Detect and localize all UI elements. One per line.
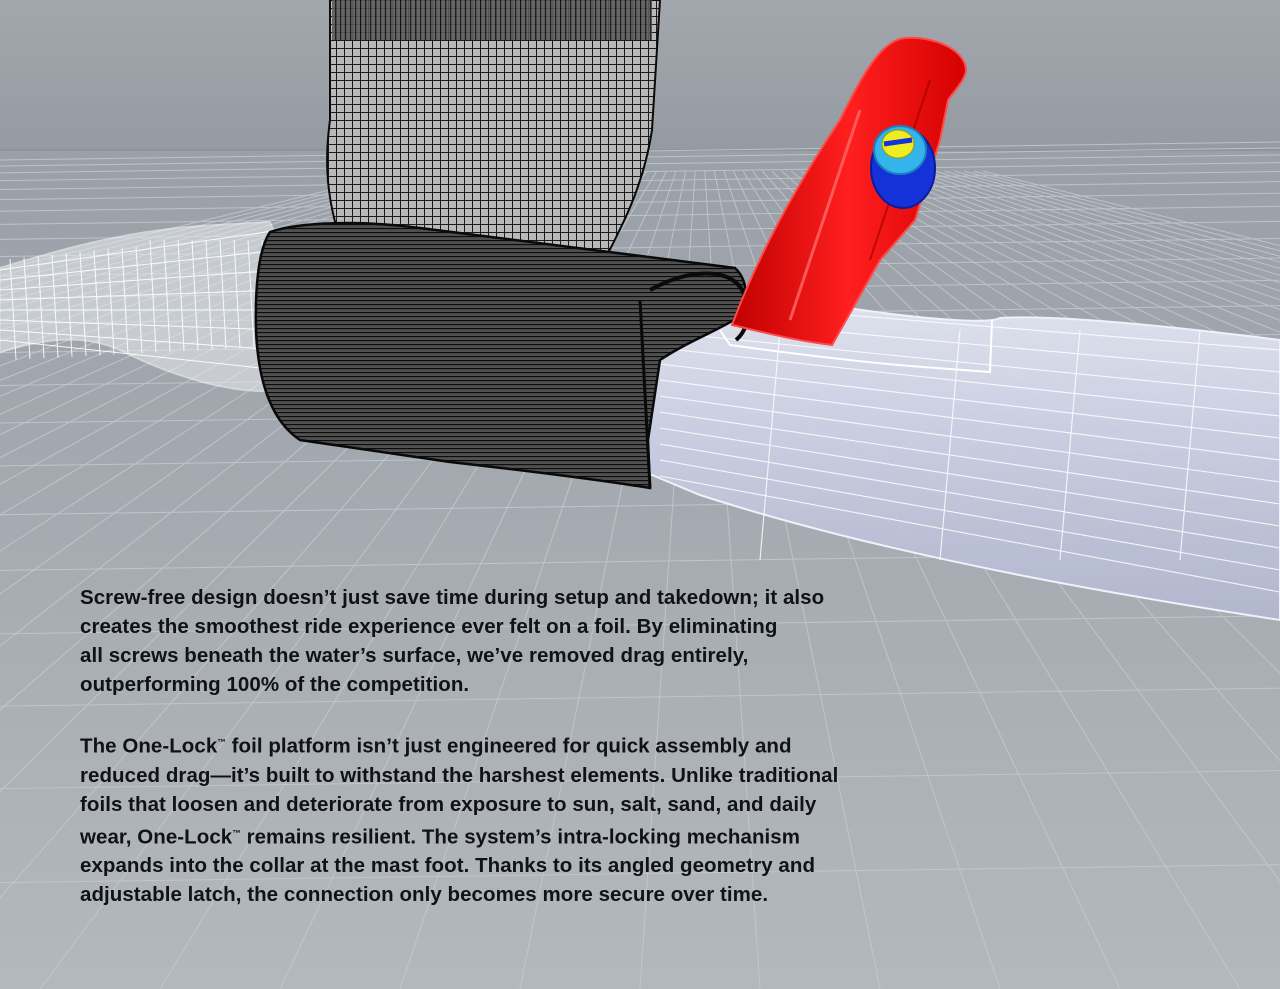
text-fragment: remains resilient. The system’s intra-lo… — [240, 825, 800, 849]
text-line: wear, One-Lock™ remains resilient. The s… — [80, 819, 960, 852]
text-line: adjustable latch, the connection only be… — [80, 883, 769, 907]
text-fragment: wear, One-Lock — [80, 825, 233, 849]
text-line: foils that loosen and deteriorate from e… — [80, 792, 817, 816]
bolt-render — [870, 125, 936, 209]
text-line: outperforming 100% of the competition. — [80, 673, 470, 696]
text-line: expands into the collar at the mast foot… — [80, 854, 816, 878]
body-copy: Screw-free design doesn’t just save time… — [80, 583, 960, 909]
text-line: The One-Lock™ foil platform isn’t just e… — [80, 728, 960, 761]
trademark-symbol: ™ — [217, 737, 226, 747]
text-line: creates the smoothest ride experience ev… — [80, 615, 778, 638]
text-line: reduced drag—it’s built to withstand the… — [80, 763, 839, 787]
text-line: Screw-free design doesn’t just save time… — [80, 586, 825, 609]
paragraph-one-lock: The One-Lock™ foil platform isn’t just e… — [80, 728, 960, 909]
latch-render — [730, 36, 968, 347]
paragraph-screw-free: Screw-free design doesn’t just save time… — [80, 583, 960, 699]
trademark-symbol: ™ — [232, 827, 241, 838]
text-fragment: The One-Lock — [80, 734, 218, 758]
wing-render — [0, 220, 302, 392]
text-fragment: foil platform isn’t just engineered for … — [225, 734, 792, 758]
text-line: all screws beneath the water’s surface, … — [80, 644, 749, 667]
